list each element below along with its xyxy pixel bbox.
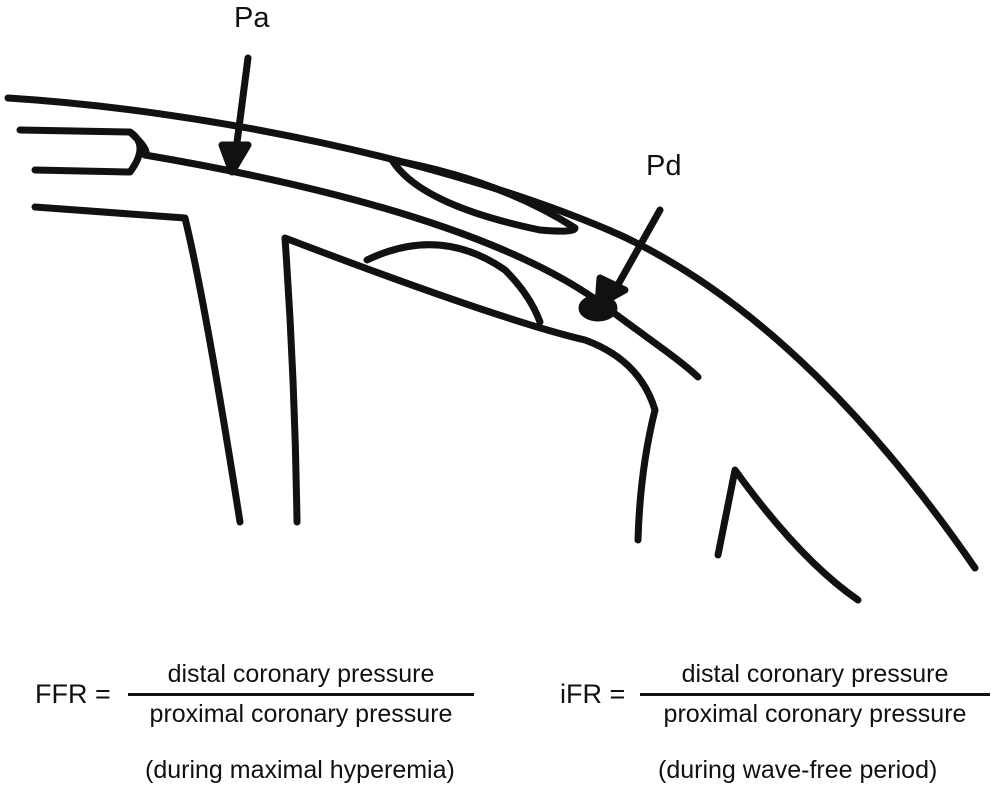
ifr-fraction: distal coronary pressure proximal corona… — [640, 660, 990, 729]
pd-sensor — [578, 294, 618, 322]
plaque-upper — [388, 156, 579, 235]
plaque-lower — [363, 241, 544, 326]
fraction-bar — [640, 693, 990, 696]
side-branch-right — [281, 234, 659, 544]
vessel-inner-wall — [141, 151, 702, 381]
ifr-condition: (during wave-free period) — [658, 756, 938, 784]
vessel-outer-wall — [4, 94, 979, 572]
distal-branch — [714, 466, 862, 604]
ifr-denominator: proximal coronary pressure — [663, 700, 967, 728]
ffr-fraction: distal coronary pressure proximal corona… — [128, 660, 474, 729]
ifr-numerator: distal coronary pressure — [681, 660, 949, 688]
fraction-bar — [128, 693, 474, 696]
ffr-numerator: distal coronary pressure — [167, 660, 435, 688]
ffr-condition: (during maximal hyperemia) — [145, 756, 455, 784]
pa-arrowhead — [218, 141, 252, 176]
ffr-lhs: FFR = — [35, 679, 111, 709]
pa-label: Pa — [234, 2, 270, 34]
side-branch-left — [31, 203, 244, 526]
pd-arrow — [611, 206, 664, 294]
pa-arrow — [231, 54, 252, 162]
ifr-lhs: iFR = — [560, 679, 626, 709]
pd-label: Pd — [646, 150, 682, 182]
vessel-drawing — [4, 54, 979, 604]
ffr-denominator: proximal coronary pressure — [149, 700, 453, 728]
catheter — [16, 126, 150, 176]
